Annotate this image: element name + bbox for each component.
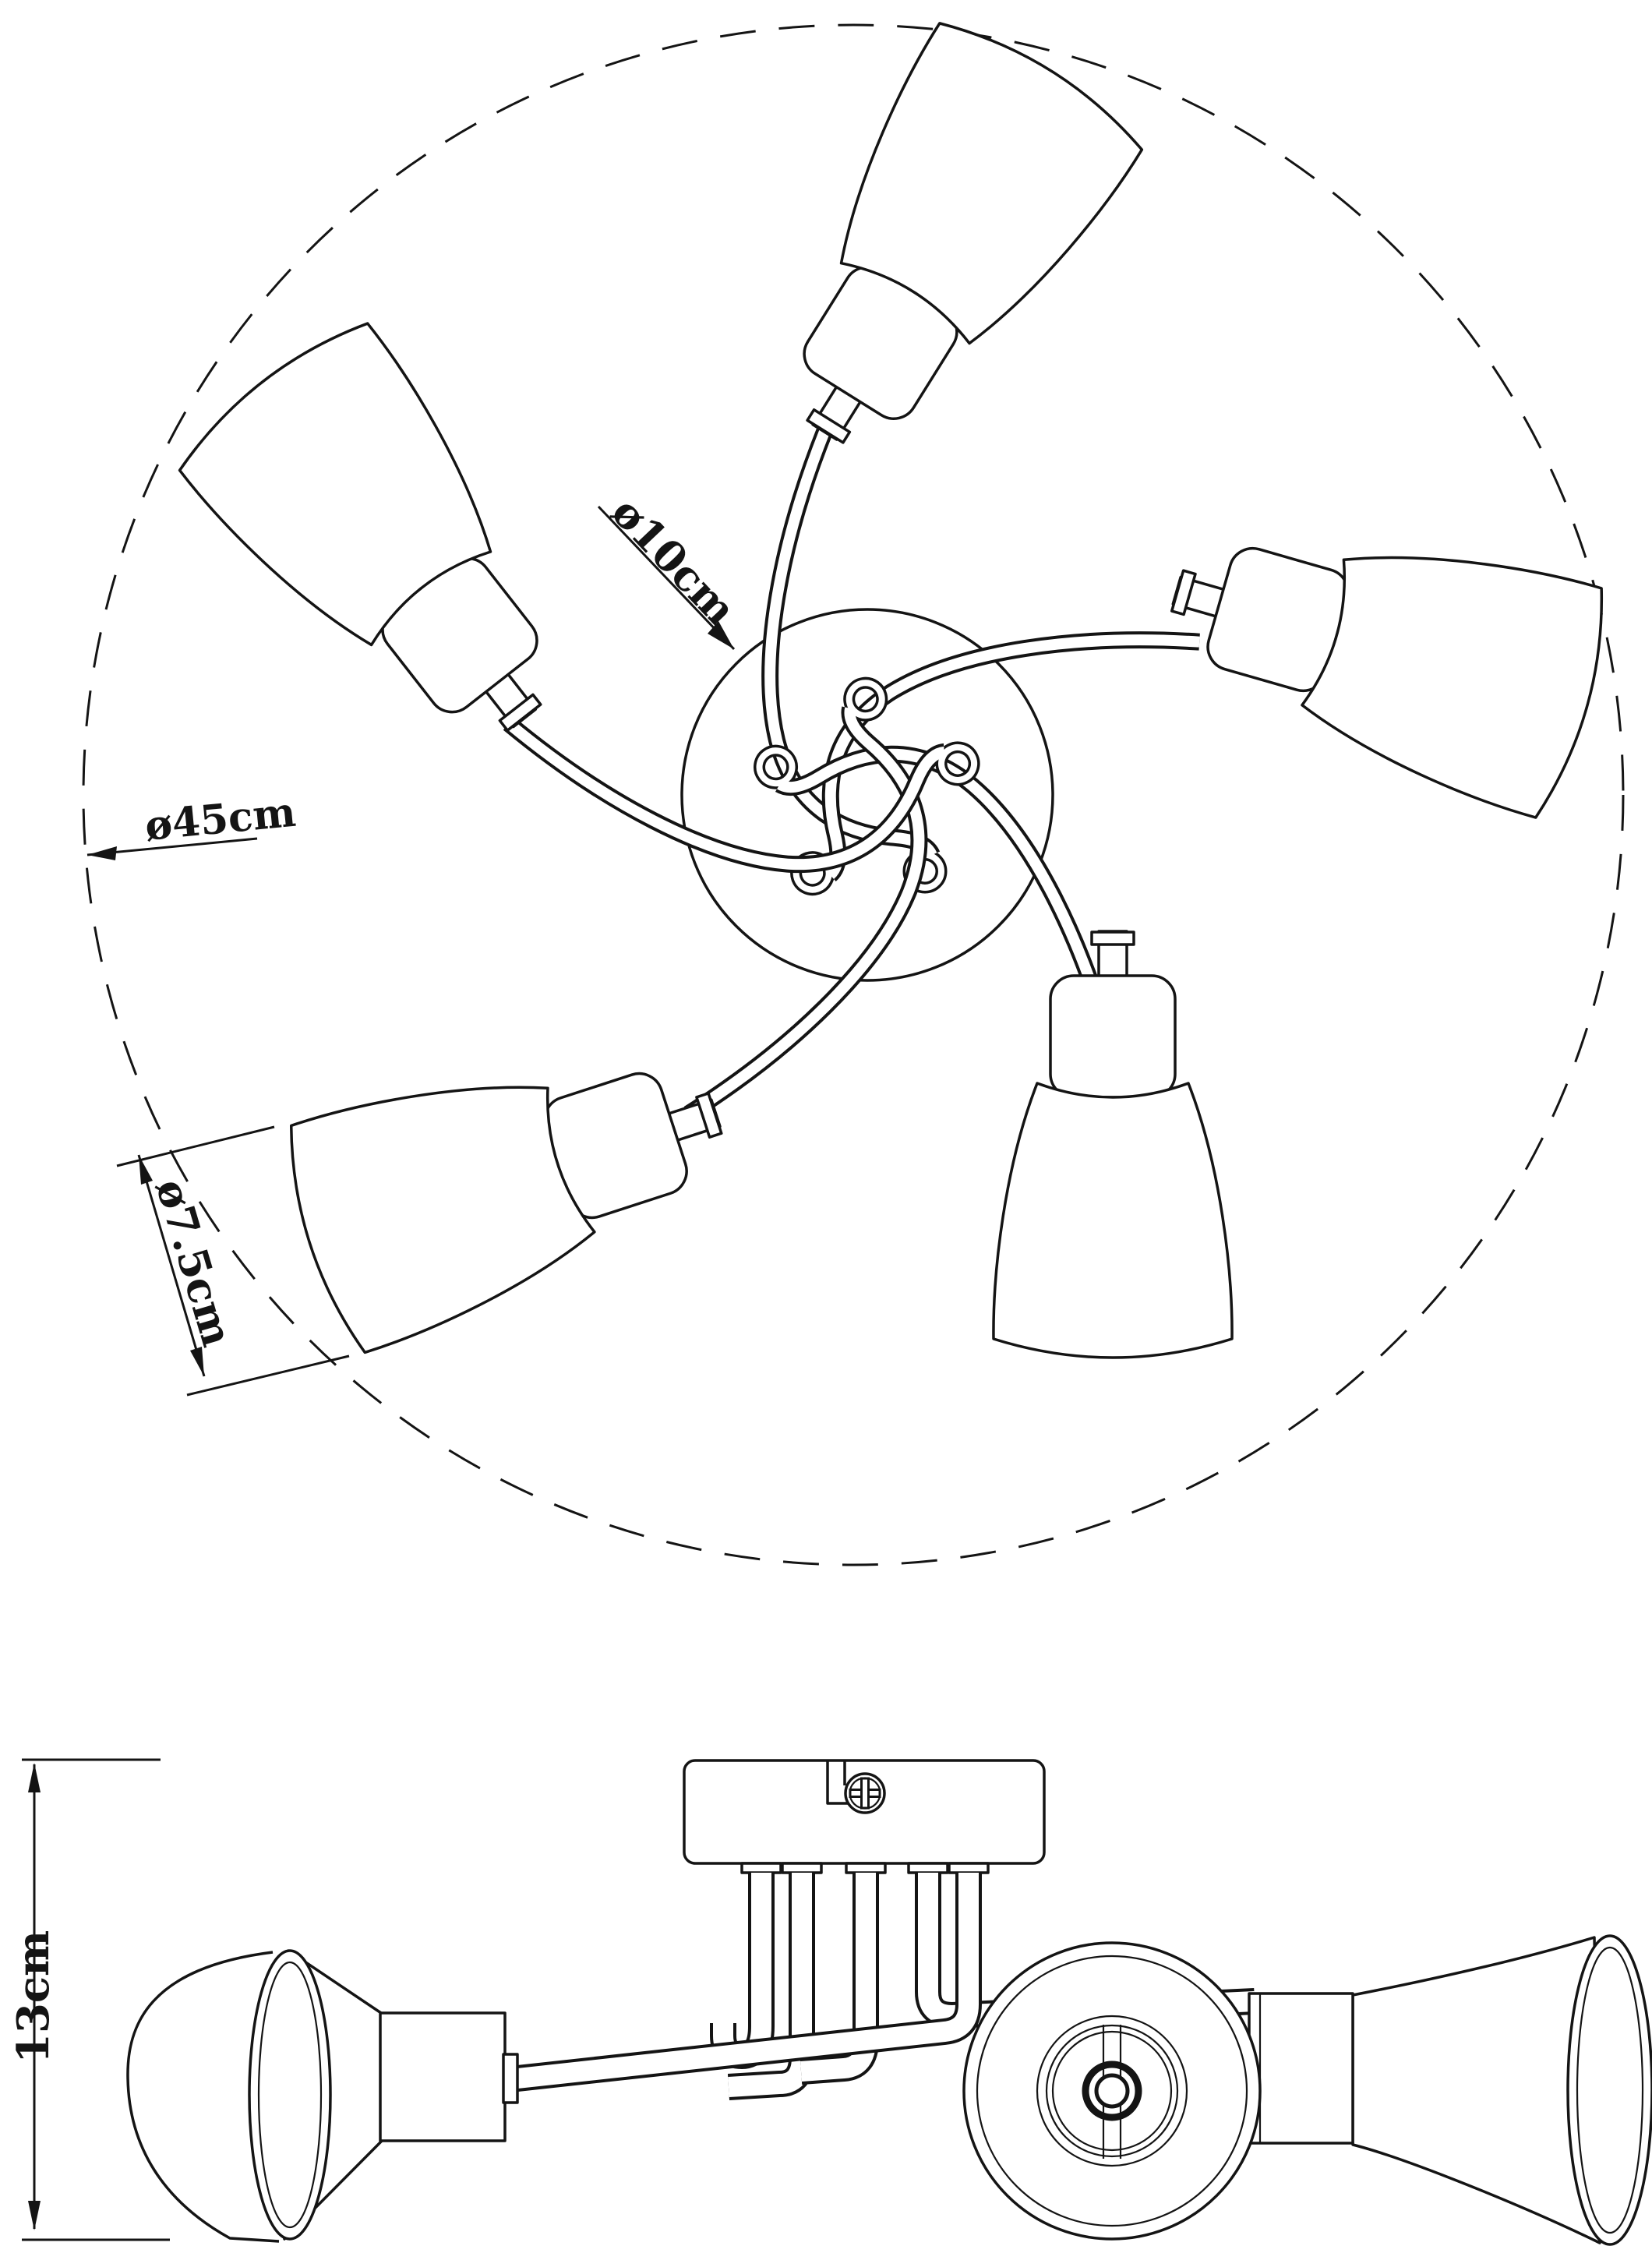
right-shade-rim-outer [1566, 1934, 1652, 2246]
right-shade-rim-inner [1576, 1946, 1644, 2234]
canopy-circle [680, 608, 1054, 982]
side-shade-front [962, 1941, 1262, 2241]
tube-4-to-right-shade [915, 1873, 1255, 2029]
dim-arrowhead [190, 1347, 204, 1376]
dim-arrowhead [139, 1155, 153, 1185]
front-shade-ring [1045, 2024, 1179, 2158]
front-shade-socket-hole [1094, 2073, 1130, 2109]
shade-top-view-upper-left [166, 307, 620, 793]
dim-leader-line [597, 505, 736, 651]
dim-arrowhead [708, 621, 734, 649]
dim-arrowhead [28, 2201, 41, 2230]
side-shade-right [1248, 1934, 1652, 2246]
front-shade-ring [1051, 2030, 1173, 2152]
extension-line [186, 1354, 350, 1397]
dim-line [137, 1154, 206, 1377]
side-canopy [683, 1759, 1046, 1865]
dim-arrowhead [87, 846, 117, 860]
shade-top-view-bottom-left [272, 998, 754, 1360]
shade-top-view-right [1142, 474, 1621, 825]
front-shade-rim [976, 1955, 1248, 2227]
side-shade-left [126, 1949, 519, 2243]
dim-fixture-height: 13cm [8, 1758, 170, 2241]
right-shade-socket [1248, 1992, 1354, 2145]
right-shade-bell [1351, 1936, 1601, 2244]
left-shade-arm-flange [502, 2053, 519, 2104]
left-shade-rim-inner [257, 1961, 323, 2229]
dim-label-shade-diameter: ø7.5cm [146, 1174, 243, 1352]
tube-flanges [740, 1862, 990, 1874]
dim-label-fixture-height: 13cm [8, 1930, 59, 2064]
dim-label-fixture-diameter: ø45cm [143, 789, 298, 850]
left-shade-rim-outer [248, 1949, 332, 2241]
left-shade-outer-lip [126, 1951, 280, 2243]
shade-top-view-bottom-right [992, 930, 1234, 1359]
hanger-tubes [509, 1873, 1255, 2100]
shade-top-view-top [722, 5, 1153, 497]
canopy-notch [826, 1760, 854, 1805]
dim-fixture-diameter: ø45cm [86, 789, 298, 860]
front-shade-socket-ring [1082, 2061, 1142, 2121]
phillips-screw-icon [844, 1772, 886, 1814]
dim-canopy-diameter: ø10cm [597, 487, 747, 651]
front-shade-ring [1036, 2015, 1188, 2167]
extension-line [116, 1125, 275, 1167]
dim-arrowhead [28, 1763, 41, 1792]
left-shade-socket [379, 2011, 507, 2142]
tube-5-to-left-shade-arm [509, 1873, 982, 2092]
tube-1 [710, 1873, 775, 2070]
outer-diameter-dashed-circle [82, 23, 1625, 1566]
dim-label-canopy-diameter: ø10cm [602, 487, 747, 635]
